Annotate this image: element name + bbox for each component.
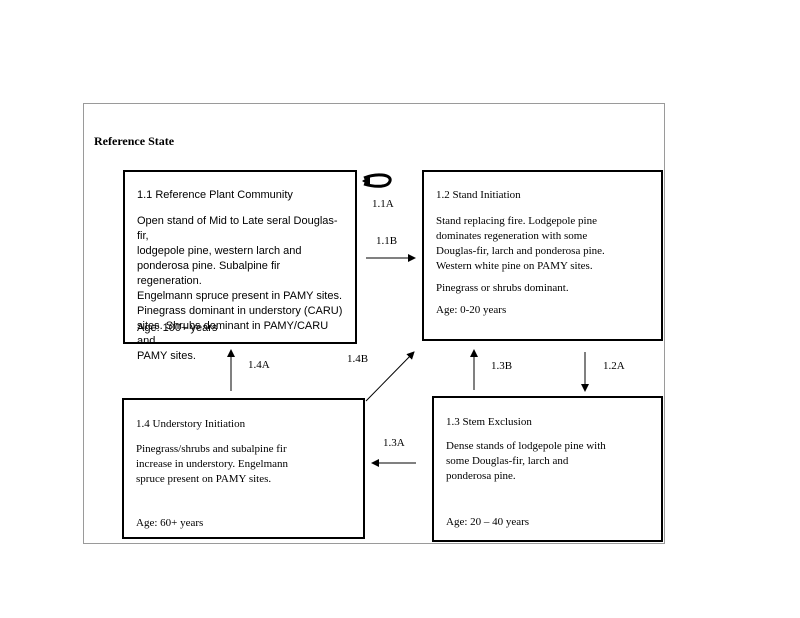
community-age-1-3: Age: 20 – 40 years [446,516,530,528]
community-box-1-3: 1.3 Stem Exclusion Dense stands of lodge… [432,396,663,542]
community-title-1-4: 1.4 Understory Initiation [136,418,246,430]
loop-arrow-1-1A [363,173,392,188]
community-note-1-2: Pinegrass or shrubs dominant. [436,282,569,294]
community-box-1-2: 1.2 Stand Initiation Stand replacing fir… [422,170,663,341]
community-title-1-1: 1.1 Reference Plant Community [137,189,293,201]
arrow-1-4B [365,351,415,402]
community-age-1-4: Age: 60+ years [136,517,204,529]
transition-label-1-3B: 1.3B [491,360,513,372]
community-title-1-2: 1.2 Stand Initiation [436,189,521,201]
loop-arrowhead-1-1A [362,176,370,186]
transition-label-1-1B: 1.1B [376,235,398,247]
reference-state-title: Reference State [94,134,175,148]
community-title-1-3: 1.3 Stem Exclusion [446,416,532,428]
transition-label-1-3A: 1.3A [383,437,405,449]
community-description-1-4: Pinegrass/shrubs and subalpine fir incre… [136,443,289,485]
community-box-1-1: 1.1 Reference Plant Community Open stand… [123,170,357,362]
frame-bottom-edge [83,543,665,544]
reference-state-frame [83,103,665,543]
community-age-1-2: Age: 0-20 years [436,304,507,316]
community-box-1-4: 1.4 Understory Initiation Pinegrass/shru… [122,398,365,539]
community-description-1-3: Dense stands of lodgepole pine with some… [446,440,606,482]
community-age-1-1: Age: 100+ years [137,322,218,334]
transition-label-1-1A: 1.1A [372,198,394,210]
transition-label-1-4B: 1.4B [347,353,369,365]
transition-label-1-4A: 1.4A [248,359,270,371]
community-description-1-1: Open stand of Mid to Late seral Douglas-… [137,215,343,362]
transition-label-1-2A: 1.2A [603,360,625,372]
community-description-1-2: Stand replacing fire. Lodgepole pine dom… [436,215,605,272]
